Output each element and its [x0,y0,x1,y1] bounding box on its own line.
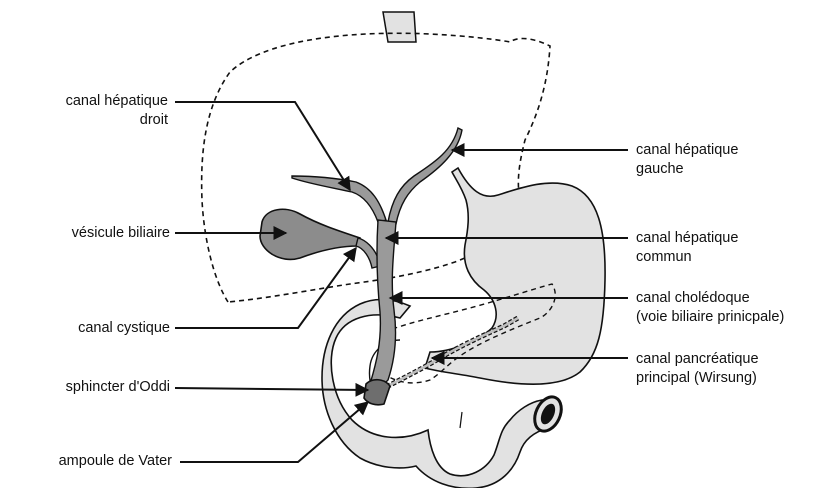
label-line: (voie biliaire prinicpale) [636,308,784,327]
label-line: canal hépatique [636,141,738,160]
label-canal-pancreatique: canal pancréatique principal (Wirsung) [636,350,759,388]
label-line: principal (Wirsung) [636,369,759,388]
label-canal-hepatique-commun: canal hépatique commun [636,229,738,267]
label-canal-cystique: canal cystique [10,319,170,338]
right-hepatic-duct [292,176,386,222]
duodenum-fold [460,412,462,428]
label-line: canal cholédoque [636,289,784,308]
leader-sphincter [175,388,368,390]
label-line: canal cystique [10,319,170,338]
label-ampoule-vater: ampoule de Vater [6,452,172,471]
label-line: canal hépatique [636,229,738,248]
left-hepatic-duct [388,128,462,224]
label-canal-hepatique-gauche: canal hépatique gauche [636,141,738,179]
ampulla-of-vater [364,380,390,405]
label-sphincter-oddi: sphincter d'Oddi [10,378,170,397]
label-line: vésicule biliaire [10,224,170,243]
label-vesicule-biliaire: vésicule biliaire [10,224,170,243]
label-line: ampoule de Vater [6,452,172,471]
label-line: canal hépatique [20,92,168,111]
label-line: commun [636,248,738,267]
esophagus-stub [383,12,416,42]
gallbladder [260,209,360,259]
label-canal-choledoque: canal cholédoque (voie biliaire prinicpa… [636,289,784,327]
label-line: droit [20,111,168,130]
label-canal-hepatique-droit: canal hépatique droit [20,92,168,130]
label-line: canal pancréatique [636,350,759,369]
label-line: sphincter d'Oddi [10,378,170,397]
label-line: gauche [636,160,738,179]
